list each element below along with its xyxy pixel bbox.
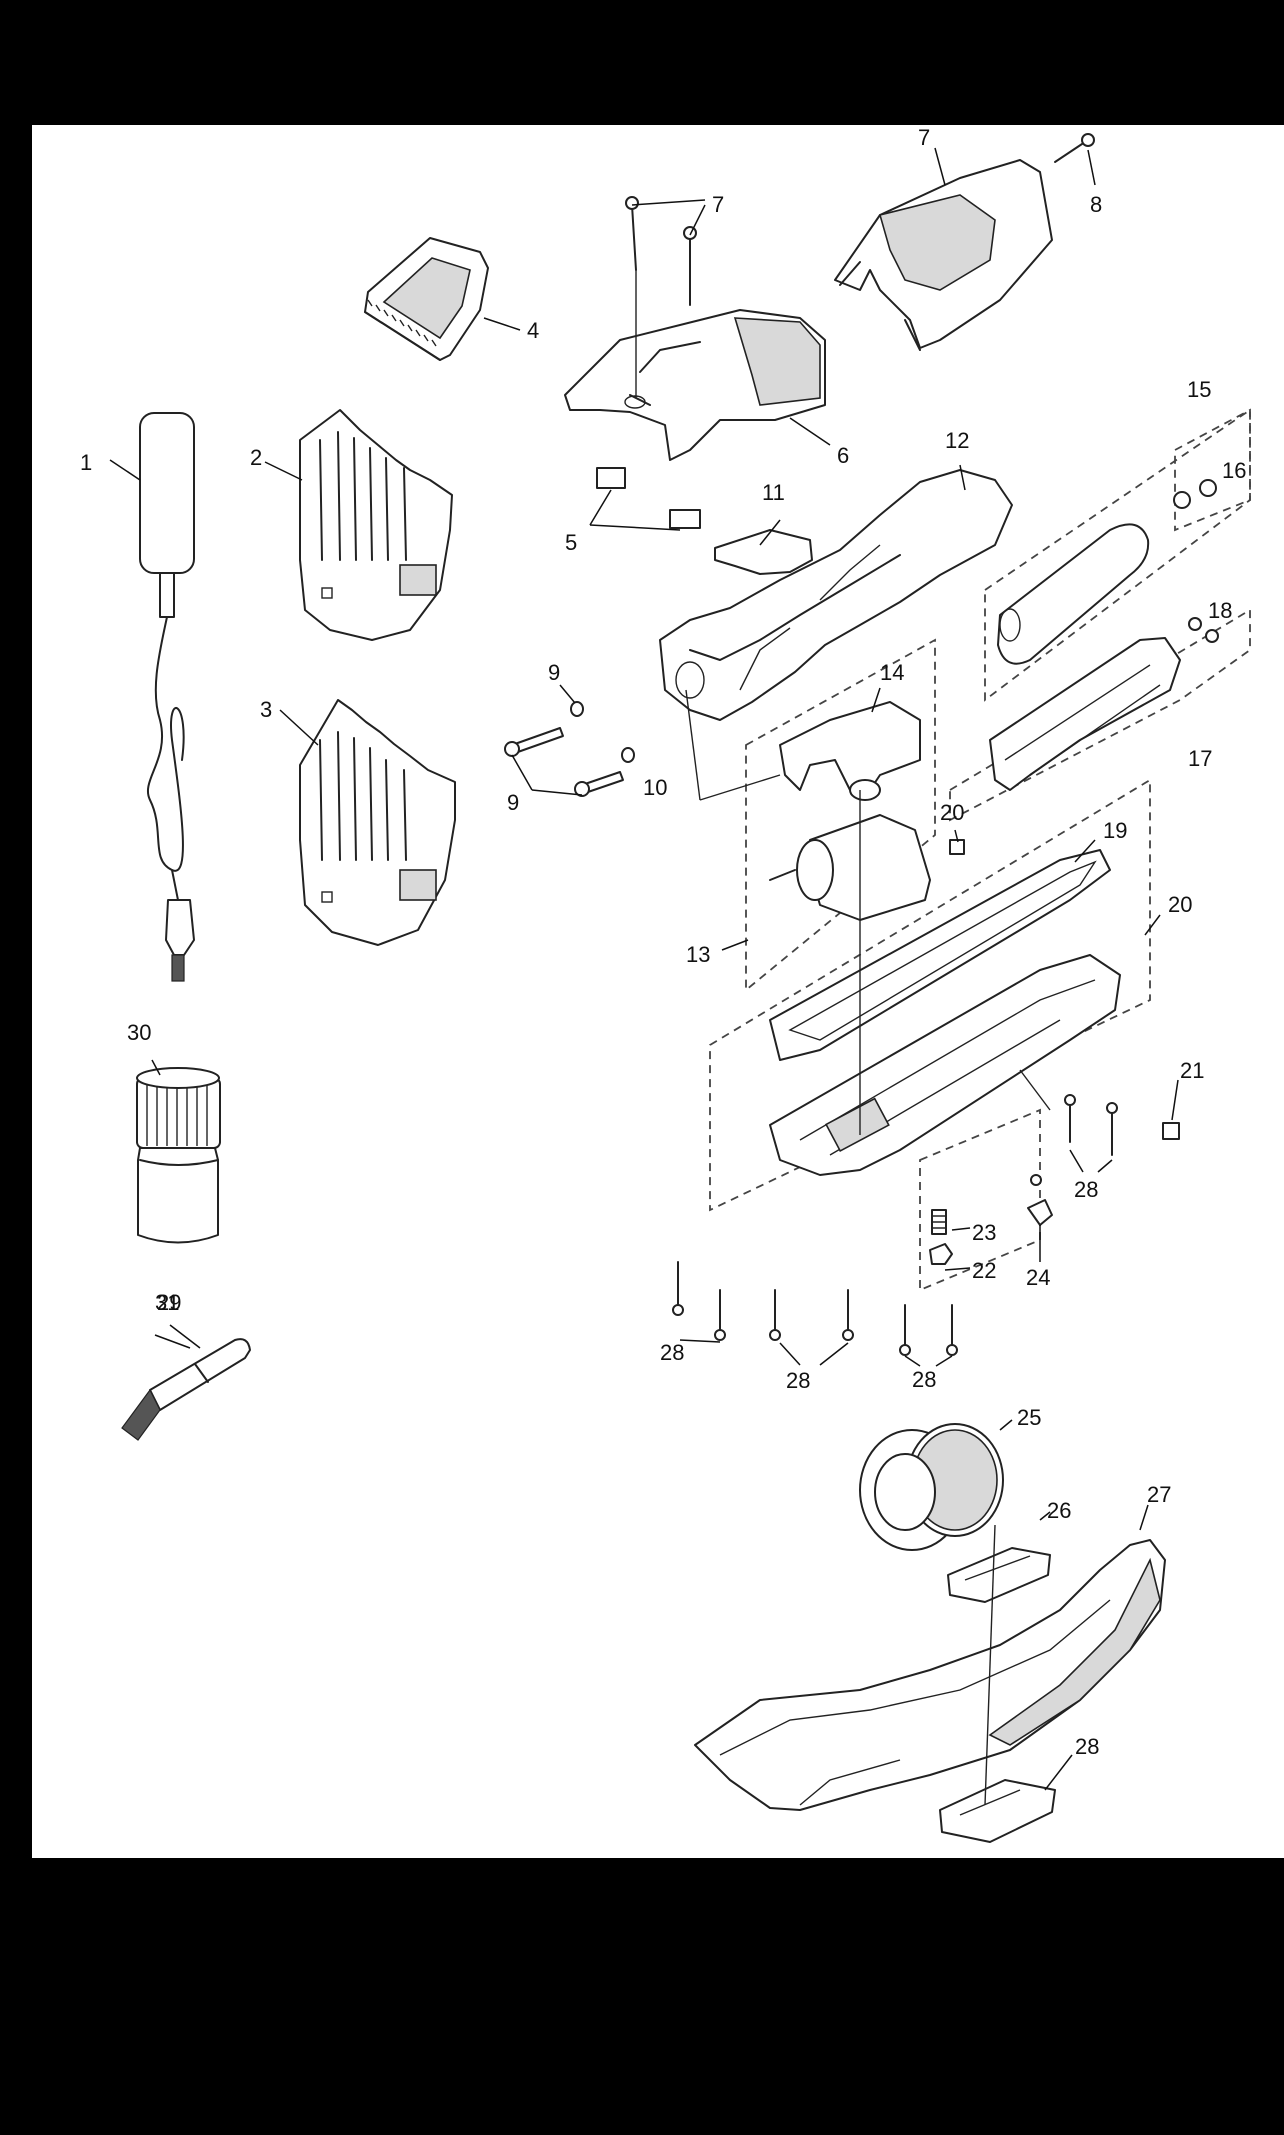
callout-label: 24 [1026, 1265, 1050, 1290]
part-pad-20a [949, 839, 965, 855]
part-main-housing [659, 469, 1013, 721]
part-comb-attachment-1 [299, 409, 453, 641]
part-screw-7 [625, 133, 1095, 306]
part-rear-cover [834, 159, 1053, 351]
part-pad-20b [1162, 1122, 1180, 1140]
callout-label: 18 [1208, 598, 1232, 623]
part-blade [364, 237, 489, 361]
callout-label: 20 [940, 800, 964, 825]
part-motor [769, 814, 931, 921]
part-screw-8 [504, 727, 624, 797]
callout-label: 28 [1075, 1734, 1099, 1759]
callout-label: 7 [712, 192, 724, 217]
callout-label: 29 [157, 1290, 181, 1315]
assembly-lines [685, 689, 781, 801]
part-motor-holder [779, 701, 921, 801]
group-outline-19 [709, 778, 1151, 1212]
callout-label: 4 [527, 318, 539, 343]
callout-label: 14 [880, 660, 904, 685]
callout-label: 9 [548, 660, 560, 685]
part-bottom-case [694, 1539, 1166, 1811]
callout-label: 8 [1090, 192, 1102, 217]
callout-label: 28 [786, 1368, 810, 1393]
part-o-rings-9 [570, 701, 635, 763]
callout-label: 30 [127, 1020, 151, 1045]
part-battery [997, 479, 1217, 665]
callout-label: 12 [945, 428, 969, 453]
callout-label: 5 [565, 530, 577, 555]
callout-label: 1 [80, 450, 92, 475]
callout-label: 2 [250, 445, 262, 470]
callout-label: 6 [837, 443, 849, 468]
callout-label: 3 [260, 697, 272, 722]
part-battery-holder [989, 617, 1219, 791]
callout-label: 16 [1222, 458, 1246, 483]
callout-label: 7 [918, 125, 930, 150]
callouts: 1 2 3 4 5 6 7 7 8 9 9 10 11 [80, 125, 1246, 1791]
group-outline-12 [745, 638, 936, 992]
part-gasket [769, 849, 1111, 1061]
part-slider-25 [947, 1547, 1051, 1603]
part-lock-clips [596, 467, 701, 529]
part-lower-frame [769, 954, 1121, 1176]
callout-label: 23 [972, 1220, 996, 1245]
callout-label: 28 [1074, 1177, 1098, 1202]
part-screws-28 [672, 1094, 1118, 1356]
callout-label: 19 [1103, 818, 1127, 843]
leader-lines [635, 270, 1051, 1806]
part-spring-22 [931, 1209, 947, 1235]
callout-label: 15 [1187, 377, 1211, 402]
part-switch-knob [714, 529, 813, 575]
part-comb-attachment-2 [299, 699, 456, 946]
callout-label: 13 [686, 942, 710, 967]
callout-label: 21 [1180, 1058, 1204, 1083]
callout-label: 31 [155, 1290, 179, 1315]
callout-label: 26 [1047, 1498, 1071, 1523]
part-nut-21 [929, 1243, 953, 1265]
part-cleaning-brush [121, 1338, 251, 1441]
callout-label: 10 [643, 775, 667, 800]
part-upper-cover [564, 309, 826, 461]
callout-label: 11 [762, 480, 785, 505]
part-slider-27 [939, 1779, 1056, 1843]
callout-label: 28 [660, 1340, 684, 1365]
part-oil-bottle [136, 1067, 221, 1244]
callout-label: 28 [912, 1367, 936, 1392]
callout-label: 17 [1188, 746, 1212, 771]
part-ac-adapter [139, 412, 195, 982]
callout-label: 27 [1147, 1482, 1171, 1507]
callout-label: 20 [1168, 892, 1192, 917]
callout-label: 25 [1017, 1405, 1041, 1430]
part-lever-23 [1027, 1174, 1053, 1226]
callout-label: 22 [972, 1258, 996, 1283]
callout-label: 9 [507, 790, 519, 815]
part-dial-ring [859, 1423, 1004, 1551]
